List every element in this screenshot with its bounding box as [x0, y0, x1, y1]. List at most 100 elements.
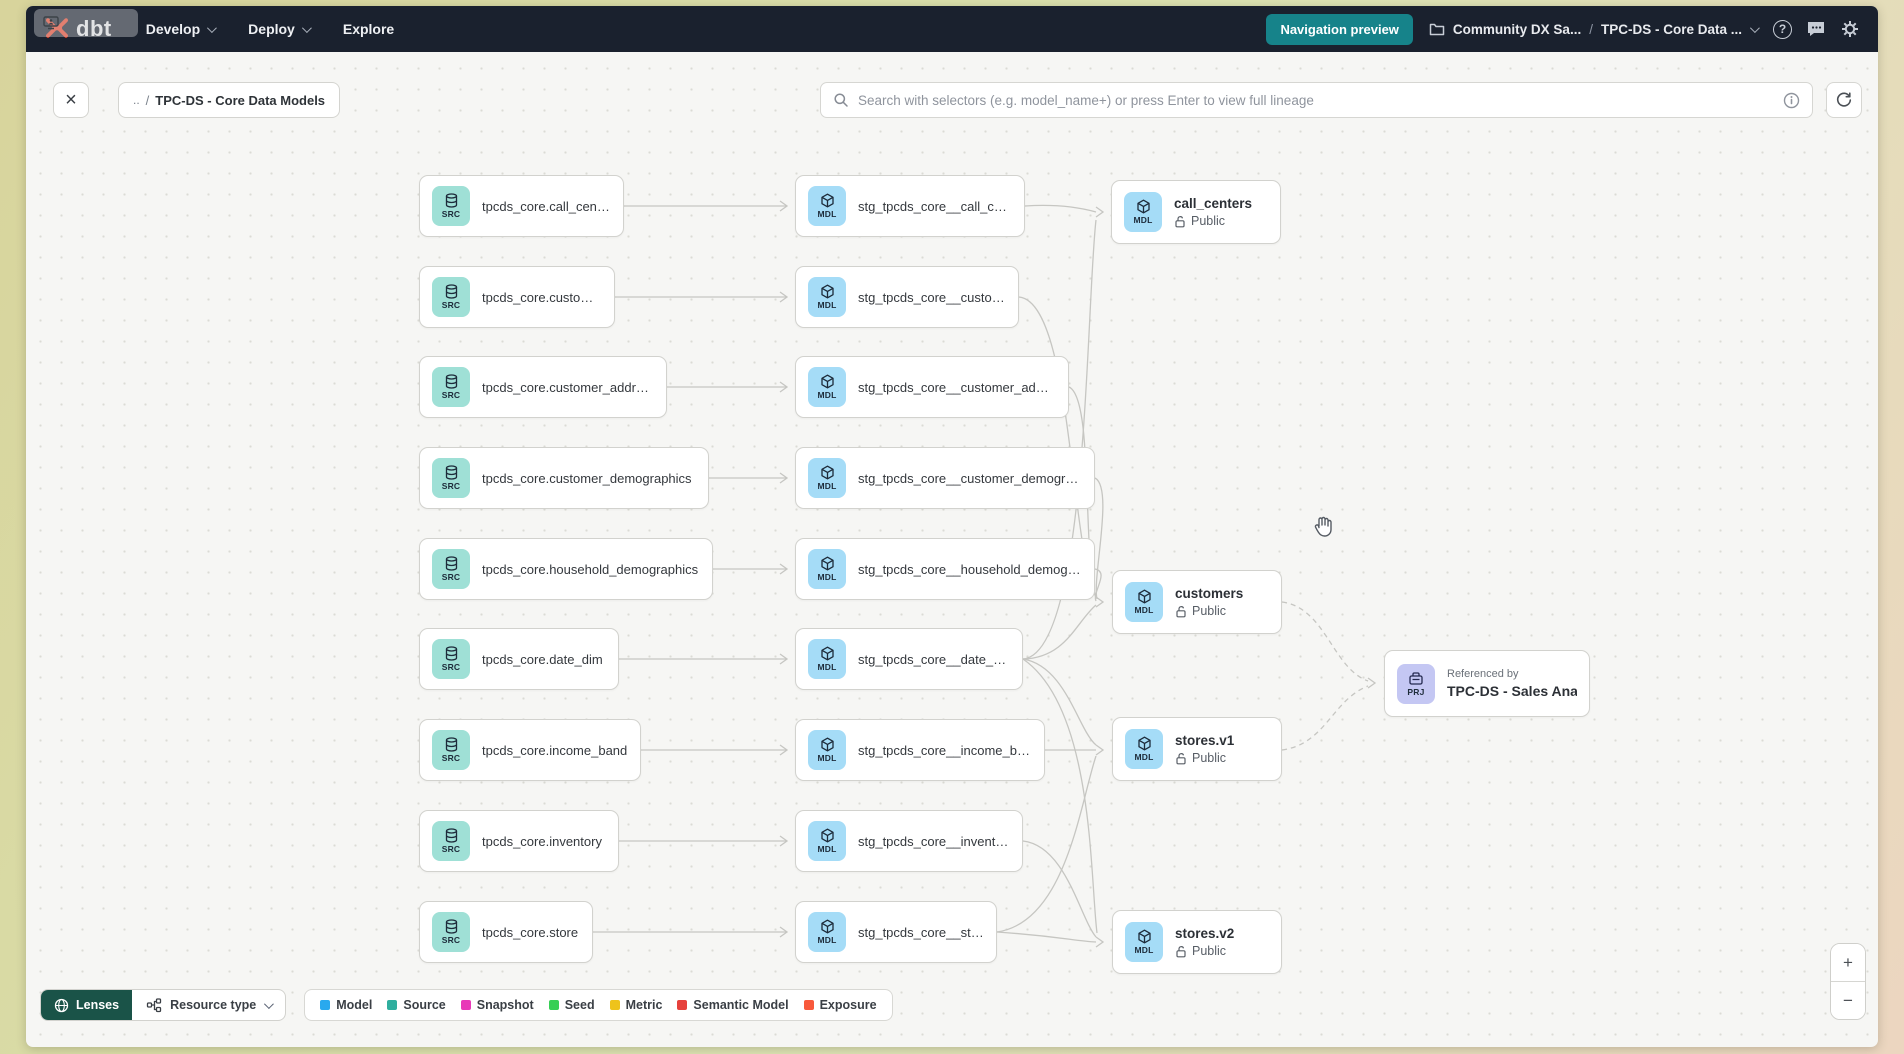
access-badge: Public — [1175, 751, 1234, 765]
node-label: stg_tpcds_core__date_dim — [858, 651, 1010, 667]
source-node[interactable]: SRC tpcds_core.customer_address — [419, 356, 667, 418]
public-model-node[interactable]: MDL customers Public — [1112, 570, 1282, 634]
source-node[interactable]: SRC tpcds_core.customer_demographics — [419, 447, 709, 509]
lenses-button[interactable]: Lenses — [41, 990, 133, 1020]
public-model-node[interactable]: MDL stores.v2 Public — [1112, 910, 1282, 974]
staging-model-node[interactable]: MDL stg_tpcds_core__household_demogr... — [795, 538, 1095, 600]
model-icon: MDL — [808, 458, 846, 498]
model-icon: MDL — [808, 277, 846, 317]
model-icon: MDL — [1124, 192, 1162, 232]
legend-swatch — [548, 1000, 559, 1010]
folder-icon — [1429, 23, 1445, 36]
source-node[interactable]: SRC tpcds_core.income_band — [419, 719, 641, 781]
chevron-down-icon[interactable] — [1749, 22, 1760, 33]
feedback-chat-icon[interactable] — [1806, 20, 1826, 38]
model-icon: MDL — [808, 549, 846, 589]
environment-breadcrumb[interactable]: TPC-DS - Core Data ... — [1600, 21, 1742, 37]
public-model-node[interactable]: MDL stores.v1 Public — [1112, 717, 1282, 781]
refresh-lineage-button[interactable] — [1826, 82, 1862, 118]
dbt-logo-text: dbt — [76, 16, 112, 41]
source-icon: SRC — [432, 912, 470, 952]
node-label: tpcds_core.date_dim — [482, 651, 603, 667]
model-icon: MDL — [808, 367, 846, 407]
legend-item: Source — [387, 998, 446, 1012]
node-label: tpcds_core.income_band — [482, 742, 628, 758]
source-node[interactable]: SRC tpcds_core.inventory — [419, 810, 619, 872]
navigation-preview-button[interactable]: Navigation preview — [1266, 13, 1413, 45]
chevron-down-icon — [301, 22, 312, 33]
breadcrumb-current: TPC-DS - Core Data Models — [155, 92, 326, 108]
resource-type-dropdown[interactable]: Resource type — [132, 990, 285, 1020]
close-lineage-button[interactable]: × — [53, 82, 89, 118]
project-breadcrumb[interactable]: Community DX Sa... — [1452, 21, 1582, 37]
legend-swatch — [609, 1000, 620, 1010]
lineage-search — [820, 82, 1813, 118]
lenses-segmented-control: Lenses Resource type — [40, 989, 287, 1021]
screen-share-indicator — [34, 9, 138, 37]
source-node[interactable]: SRC tpcds_core.date_dim — [419, 628, 619, 690]
search-input[interactable] — [858, 92, 1774, 108]
info-icon[interactable] — [1783, 92, 1800, 109]
source-icon: SRC — [432, 730, 470, 770]
source-icon: SRC — [432, 639, 470, 679]
staging-model-node[interactable]: MDL stg_tpcds_core__call_center — [795, 175, 1025, 237]
dbt-logo-icon — [46, 18, 68, 38]
node-label: tpcds_core.call_center — [482, 198, 611, 214]
source-icon: SRC — [432, 186, 470, 226]
chevron-down-icon — [264, 998, 275, 1009]
staging-model-node[interactable]: MDL stg_tpcds_core__store — [795, 901, 997, 963]
staging-model-node[interactable]: MDL stg_tpcds_core__customer_address — [795, 356, 1069, 418]
source-node[interactable]: SRC tpcds_core.store — [419, 901, 593, 963]
zoom-out-button[interactable]: − — [1831, 982, 1865, 1019]
node-label: stg_tpcds_core__customer — [858, 289, 1006, 305]
source-node[interactable]: SRC tpcds_core.customer — [419, 266, 615, 328]
legend-item: Metric — [609, 998, 662, 1012]
node-title: stores.v1 — [1175, 733, 1235, 748]
resource-type-icon — [146, 997, 162, 1012]
node-title: customers — [1175, 586, 1244, 601]
model-icon: MDL — [808, 821, 846, 861]
source-node[interactable]: SRC tpcds_core.call_center — [419, 175, 624, 237]
public-model-node[interactable]: MDL call_centers Public — [1111, 180, 1281, 244]
help-icon[interactable]: ? — [1773, 19, 1792, 39]
legend-item: Snapshot — [460, 998, 534, 1012]
legend-item: Exposure — [803, 998, 877, 1012]
nav-item-deploy[interactable]: Deploy — [248, 21, 312, 37]
model-icon: MDL — [808, 912, 846, 952]
model-icon: MDL — [808, 730, 846, 770]
node-title: call_centers — [1174, 196, 1253, 211]
access-badge: Public — [1175, 944, 1234, 958]
node-title: TPC-DS - Sales Analytics — [1447, 683, 1577, 699]
lineage-breadcrumb[interactable]: .. / TPC-DS - Core Data Models — [118, 82, 341, 118]
legend-item: Seed — [548, 998, 595, 1012]
zoom-in-button[interactable]: + — [1831, 944, 1865, 981]
nav-item-explore[interactable]: Explore — [342, 21, 395, 37]
staging-model-node[interactable]: MDL stg_tpcds_core__customer — [795, 266, 1019, 328]
staging-model-node[interactable]: MDL stg_tpcds_core__customer_demogra... — [795, 447, 1095, 509]
node-title: stores.v2 — [1175, 926, 1235, 941]
nav-item-develop[interactable]: Develop — [146, 21, 218, 37]
access-badge: Public — [1175, 604, 1243, 618]
legend-swatch — [320, 1000, 331, 1010]
model-icon: MDL — [1125, 922, 1163, 962]
access-badge: Public — [1174, 214, 1252, 228]
source-icon: SRC — [432, 549, 470, 589]
model-icon: MDL — [808, 186, 846, 226]
node-label: tpcds_core.customer_demographics — [482, 470, 692, 486]
refresh-icon — [1836, 92, 1852, 107]
legend-item: Model — [320, 998, 372, 1012]
dbt-logo[interactable]: dbt — [44, 16, 112, 42]
project-reference-node[interactable]: PRJ Referenced by TPC-DS - Sales Analyti… — [1384, 650, 1590, 717]
breadcrumb-up-level[interactable]: .. — [133, 93, 140, 107]
staging-model-node[interactable]: MDL stg_tpcds_core__income_band — [795, 719, 1045, 781]
source-icon: SRC — [432, 277, 470, 317]
staging-model-node[interactable]: MDL stg_tpcds_core__inventory — [795, 810, 1023, 872]
settings-gear-icon[interactable] — [1840, 19, 1860, 39]
node-label: stg_tpcds_core__income_band — [858, 742, 1032, 758]
node-label: stg_tpcds_core__household_demogr... — [858, 561, 1082, 577]
top-nav: dbt Develop Deploy Explore Navigation pr… — [26, 6, 1878, 52]
legend-swatch — [387, 1000, 398, 1010]
staging-model-node[interactable]: MDL stg_tpcds_core__date_dim — [795, 628, 1023, 690]
node-label: tpcds_core.customer_address — [482, 379, 654, 395]
source-node[interactable]: SRC tpcds_core.household_demographics — [419, 538, 713, 600]
